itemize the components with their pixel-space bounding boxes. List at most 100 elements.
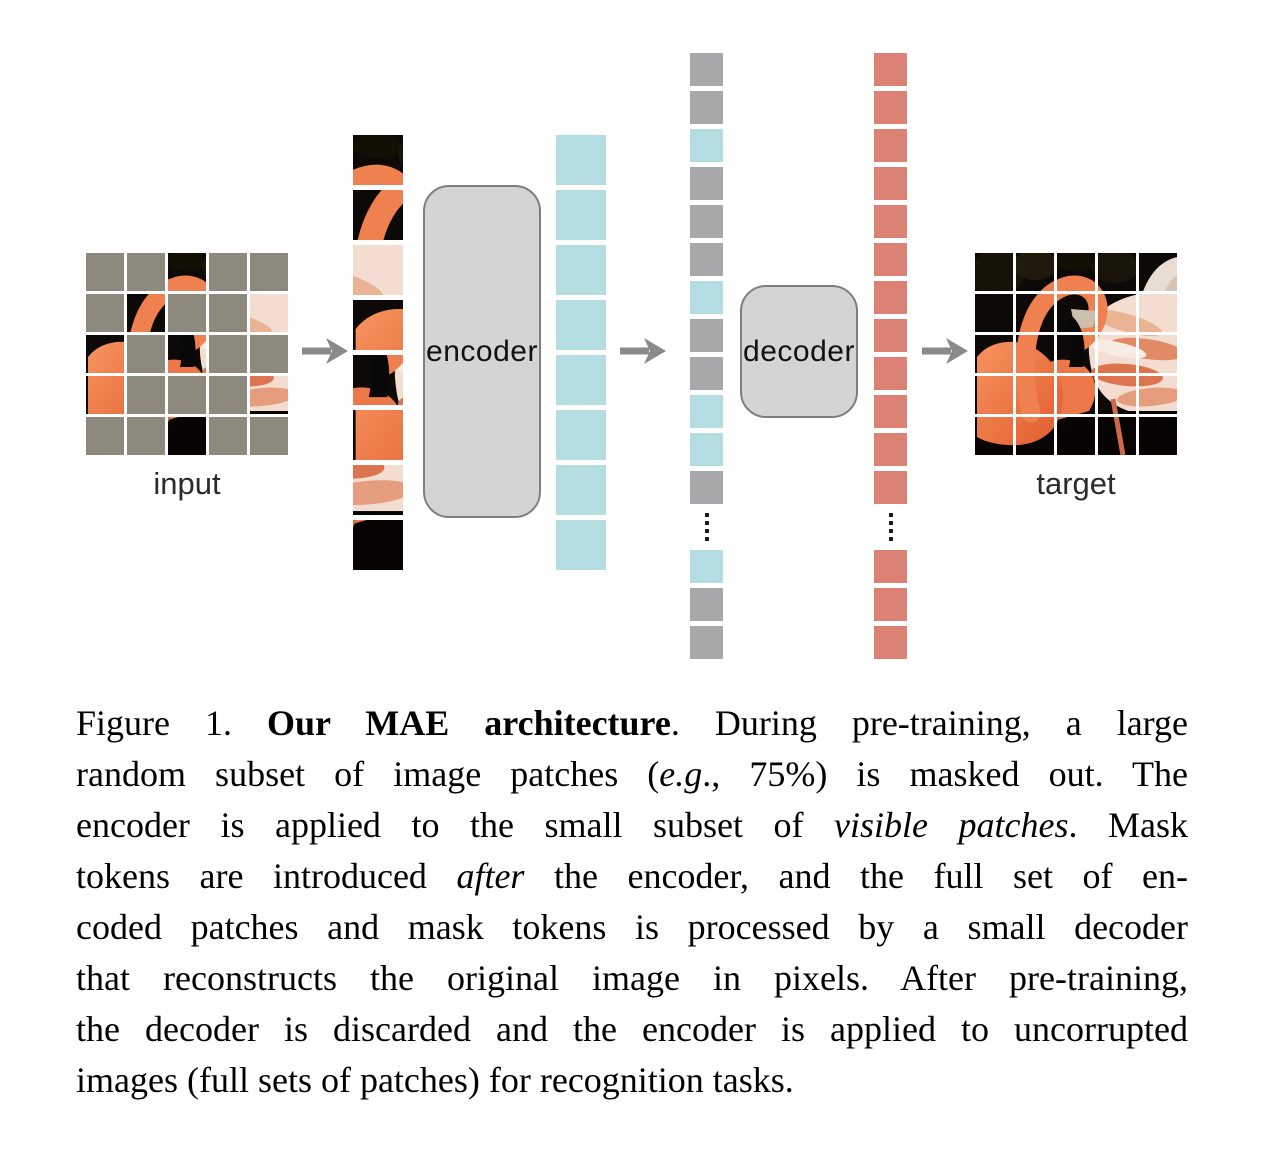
arrow-right-icon [922,338,968,364]
encoded-token [690,281,723,314]
flamingo-patch-image [127,294,165,332]
visible-patch-cell [168,253,206,291]
decoded-token [874,91,907,124]
caption-text: ., 75%) is masked out. The [702,754,1188,794]
caption-text: visible patches [834,805,1069,845]
caption-text: encoder is applied to the small subset o… [76,805,834,845]
flamingo-patch-image [1016,253,1054,291]
visible-patch [353,245,403,295]
flamingo-patch-image [1057,417,1095,455]
encoder-label: encoder [426,334,538,368]
visible-patch-cell [86,376,124,414]
flamingo-patch-image [1139,253,1177,291]
masked-patch-cell [168,376,206,414]
target-patch-cell [1057,253,1095,291]
encoded-token [556,410,606,460]
target-patch-cell [1098,253,1136,291]
encoded-token [556,520,606,570]
flamingo-patch-image [353,300,403,350]
flamingo-patch-image [1057,335,1095,373]
visible-patch [353,410,403,460]
flamingo-patch-image [1139,376,1177,414]
masked-patch-cell [250,335,288,373]
encoded-token [690,550,723,583]
target-patch-cell [975,294,1013,332]
decoded-token [874,433,907,466]
caption-text: the encoder, and the full set of en- [524,856,1188,896]
target-patch-cell [1098,294,1136,332]
decoded-token [874,550,907,583]
decoded-token [874,626,907,659]
target-patch-cell [1139,253,1177,291]
target-patch-cell [1057,294,1095,332]
decoded-token [874,205,907,238]
input-label: input [153,466,221,501]
flamingo-patch-image [168,417,206,455]
caption-text: . During pre-training, a large [670,703,1188,743]
visible-patch-cell [250,376,288,414]
ellipsis-dot [888,521,893,525]
ellipsis-dot [704,521,709,525]
encoded-token [556,465,606,515]
target-patch-cell [1098,335,1136,373]
target-patch-cell [975,335,1013,373]
flamingo-patch-image [353,520,403,570]
mask-token [690,167,723,200]
decoded-token [874,319,907,352]
decoded-token [874,281,907,314]
visible-patch [353,135,403,185]
masked-patch-cell [209,335,247,373]
encoded-patches-column [556,135,606,570]
target-patch-cell [1098,376,1136,414]
caption-line: encoder is applied to the small subset o… [76,800,1188,851]
target-patch-cell [1139,376,1177,414]
arrow-right-icon [302,338,348,364]
encoder-box: encoder [423,185,541,518]
masked-patch-cell [127,417,165,455]
input-image-grid [86,253,288,455]
decoder-box: decoder [740,285,858,418]
target-patch-cell [1016,294,1054,332]
visible-patch-cell [86,335,124,373]
masked-patch-cell [209,253,247,291]
flamingo-patch-image [353,465,403,515]
vertical-ellipsis [874,513,907,541]
target-patch-cell [1016,417,1054,455]
caption-text: random subset of image patches ( [76,754,660,794]
flamingo-patch-image [1098,335,1136,373]
target-patch-cell [975,376,1013,414]
masked-patch-cell [209,376,247,414]
flamingo-patch-image [1016,294,1054,332]
target-patch-cell [1016,376,1054,414]
decoded-token [874,471,907,504]
visible-patches-column [353,135,403,570]
encoded-token [556,135,606,185]
flamingo-patch-image [250,376,288,414]
ellipsis-dot [704,513,709,517]
mask-token [690,91,723,124]
flamingo-patch-image [1057,294,1095,332]
target-patch-cell [1016,253,1054,291]
flamingo-patch-image [1098,253,1136,291]
visible-patch-cell [250,294,288,332]
encoded-token [556,300,606,350]
caption-text: . Mask [1068,805,1188,845]
target-patch-cell [1139,417,1177,455]
visible-patch [353,190,403,240]
target-patch-cell [975,417,1013,455]
masked-patch-cell [168,294,206,332]
flamingo-patch-image [975,417,1013,455]
caption-line: images (full sets of patches) for recogn… [76,1055,1188,1106]
masked-patch-cell [250,253,288,291]
masked-patch-cell [86,294,124,332]
figure-caption: Figure 1. Our MAE architecture. During p… [76,698,1188,1106]
flamingo-patch-image [353,355,403,405]
flamingo-patch-image [975,376,1013,414]
decoder-label: decoder [743,334,855,368]
encoded-token [556,355,606,405]
encoded-token [690,395,723,428]
visible-patch-cell [127,294,165,332]
target-label: target [1036,466,1116,501]
caption-line: random subset of image patches (e.g., 75… [76,749,1188,800]
